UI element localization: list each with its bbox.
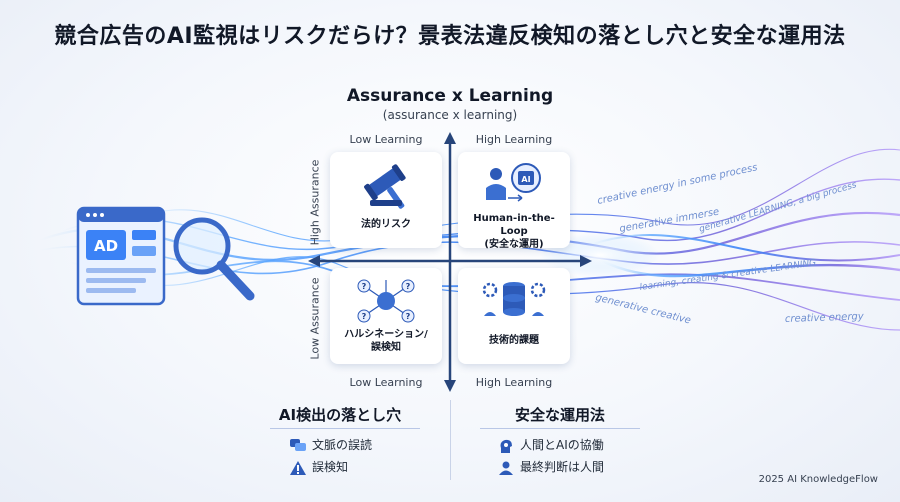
quadrant-human-in-the-loop: AI Human-in-the-Loop (安全な運用) (458, 152, 570, 250)
pitfalls-underline (270, 428, 420, 429)
svg-text:?: ? (406, 312, 411, 321)
hallucination-network-icon: ???? (357, 279, 415, 323)
safe-ops-label: 最終判断は人間 (520, 460, 605, 474)
speech-bubbles-icon (290, 438, 306, 451)
wave-text: creative energy in some process (596, 162, 758, 207)
quadrant-label: ハルシネーション/ 誤検知 (344, 329, 428, 353)
ad-window-icon: AD (76, 206, 166, 306)
wave-text: generative creative (594, 292, 692, 326)
page-title: 競合広告のAI監視はリスクだらけ？景表法違反検知の落とし穴と安全な運用法 (54, 24, 846, 49)
pitfall-label: 誤検知 (312, 460, 349, 474)
pitfall-label: 文脈の誤読 (312, 438, 373, 452)
svg-text:?: ? (362, 282, 367, 291)
quadrant-legal-risk: 法的リスク (330, 152, 442, 248)
matrix-axes (308, 132, 592, 392)
col-label-low-learning-bottom: Low Learning (349, 376, 423, 389)
pitfall-item: 文脈の誤読 (290, 436, 372, 454)
safe-ops-title: 安全な運用法 (514, 406, 605, 424)
matrix-subtitle: (assurance x learning) (382, 108, 518, 122)
person-icon (499, 461, 513, 475)
row-label-low-assurance: Low Assurance (308, 277, 322, 360)
quadrant-label: 法的リスク (361, 219, 411, 230)
matrix-title: Assurance x Learning (346, 86, 554, 106)
safe-ops-underline (480, 428, 640, 429)
quadrant-label: 技術的課題 (489, 335, 539, 346)
svg-text:?: ? (362, 312, 367, 321)
wave-text: creative energy (785, 311, 865, 325)
quadrant-label: Human-in-the-Loop (安全な運用) (473, 213, 555, 250)
row-label-high-assurance: High Assurance (308, 159, 322, 246)
safe-ops-item: 最終判断は人間 (498, 458, 604, 476)
col-label-high-learning-top: High Learning (475, 133, 553, 146)
database-gear-icon (482, 282, 546, 316)
wave-glow (540, 233, 660, 277)
pitfall-item: 誤検知 (290, 458, 348, 476)
quadrant-technical-issues: 技術的課題 (458, 268, 570, 364)
safe-ops-label: 人間とAIの協働 (520, 438, 604, 452)
quadrant-hallucination: ???? ハルシネーション/ 誤検知 (330, 268, 442, 364)
col-label-high-learning-bottom: High Learning (475, 376, 553, 389)
warning-icon (290, 460, 306, 475)
credit-text: 2025 AI KnowledgeFlow (758, 474, 878, 485)
head-gear-icon (500, 439, 512, 453)
svg-text:AI: AI (521, 175, 530, 184)
col-label-low-learning-top: Low Learning (349, 133, 423, 146)
section-divider (450, 400, 451, 480)
pitfalls-title: AI検出の落とし穴 (278, 406, 402, 424)
magnifier-icon (173, 217, 255, 301)
human-ai-icon: AI (486, 163, 541, 202)
svg-text:?: ? (406, 282, 411, 291)
safe-ops-item: 人間とAIの協働 (498, 436, 604, 454)
gavel-icon (364, 164, 406, 209)
ad-badge: AD (94, 237, 118, 255)
